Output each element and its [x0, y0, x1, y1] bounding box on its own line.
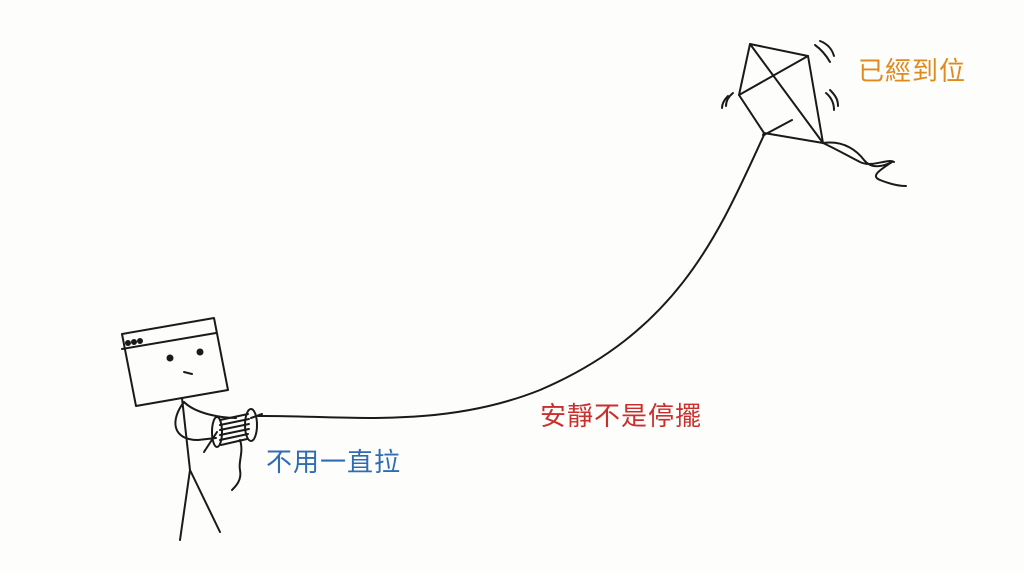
right-eye [196, 348, 204, 356]
browser-title-bar [121, 332, 217, 350]
mouth [183, 371, 193, 375]
kite-string [257, 134, 765, 419]
window-dot-3 [137, 338, 143, 344]
kite-frame [738, 43, 824, 144]
loose-string [231, 439, 243, 491]
left-leg [179, 469, 191, 541]
window-dot-2 [131, 339, 137, 345]
stick-figure [121, 317, 237, 541]
left-arm [174, 401, 217, 441]
reel-handle [203, 431, 218, 453]
string-reel [203, 408, 263, 491]
neck-and-body [181, 397, 191, 471]
browser-window-head [121, 317, 229, 407]
string-leaving-reel [250, 413, 263, 419]
caption-already-in-place: 已經到位 [858, 57, 967, 87]
kite-tail [822, 141, 907, 187]
caption-no-need-to-keep-pulling: 不用一直拉 [266, 448, 402, 478]
reel-windings [219, 413, 250, 446]
right-arm [183, 401, 237, 419]
right-leg [189, 469, 221, 533]
kite-motion-marks-left [721, 92, 734, 109]
left-eye [166, 354, 174, 362]
kite-cross-spar-1 [749, 43, 824, 144]
kite-motion-marks-right [814, 40, 839, 111]
kite-bridle [762, 119, 793, 136]
window-dot-1 [125, 340, 131, 346]
kite [721, 40, 907, 187]
kite-cross-spar-2 [738, 55, 809, 96]
reel-left-rim [211, 416, 223, 448]
caption-quiet-is-not-stopped: 安靜不是停擺 [540, 402, 703, 432]
